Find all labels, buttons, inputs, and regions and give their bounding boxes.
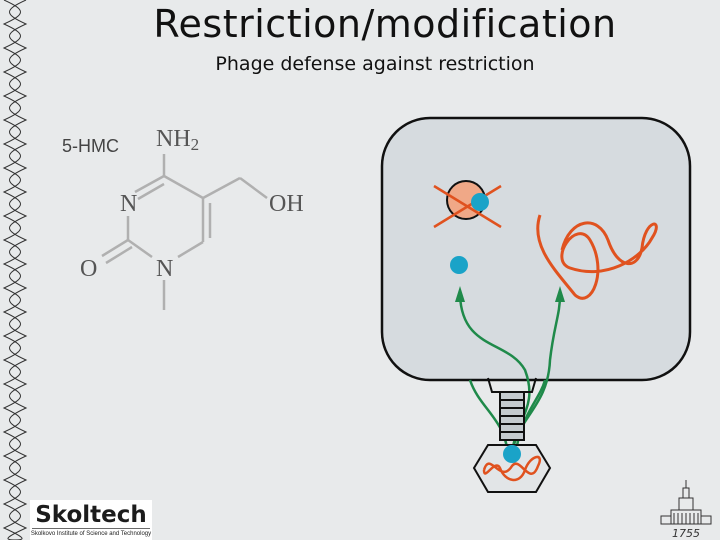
- arrow-head-left: [455, 286, 465, 302]
- logo-name-text: Skoltech: [35, 502, 147, 528]
- amine-group: NH: [156, 126, 191, 152]
- phage-head: [472, 444, 552, 493]
- ring-bonds: [101, 154, 268, 310]
- phage-cell-diagram: [380, 116, 692, 493]
- ring-nitrogen-3: N: [120, 191, 137, 217]
- msu-building-emblem: 1755: [660, 480, 712, 540]
- skoltech-logo: [30, 500, 152, 540]
- phage-tail: [487, 377, 537, 441]
- arrow-head-right: [555, 286, 565, 302]
- logo-tagline: Skolkovo Institute of Science and Techno…: [30, 531, 152, 537]
- molecule-name-label: 5-HMC: [62, 136, 119, 156]
- carbonyl-oxygen: O: [80, 256, 97, 282]
- methyl-dot-in-head: [503, 445, 521, 463]
- blocked-cross-icon: [433, 184, 502, 229]
- phage-dna-in-head: [482, 455, 541, 482]
- hmc-structure: 5-HMC NH2 N N O OH: [62, 126, 304, 310]
- amine-group-label: NH2: [156, 126, 199, 154]
- methyl-dot-on-enzyme: [471, 193, 489, 211]
- methyl-dot-free: [450, 256, 468, 274]
- emblem-year: 1755: [672, 527, 700, 540]
- phage-dna-in-cell: [536, 214, 658, 300]
- ring-nitrogen-1: N: [156, 256, 173, 282]
- slide-title: Restriction/modification: [153, 2, 617, 46]
- amine-subscript: 2: [191, 135, 200, 154]
- dna-helix-border: [2, 0, 28, 540]
- slide-subtitle: Phage defense against restriction: [215, 53, 535, 75]
- hydroxyl-group: OH: [269, 191, 304, 217]
